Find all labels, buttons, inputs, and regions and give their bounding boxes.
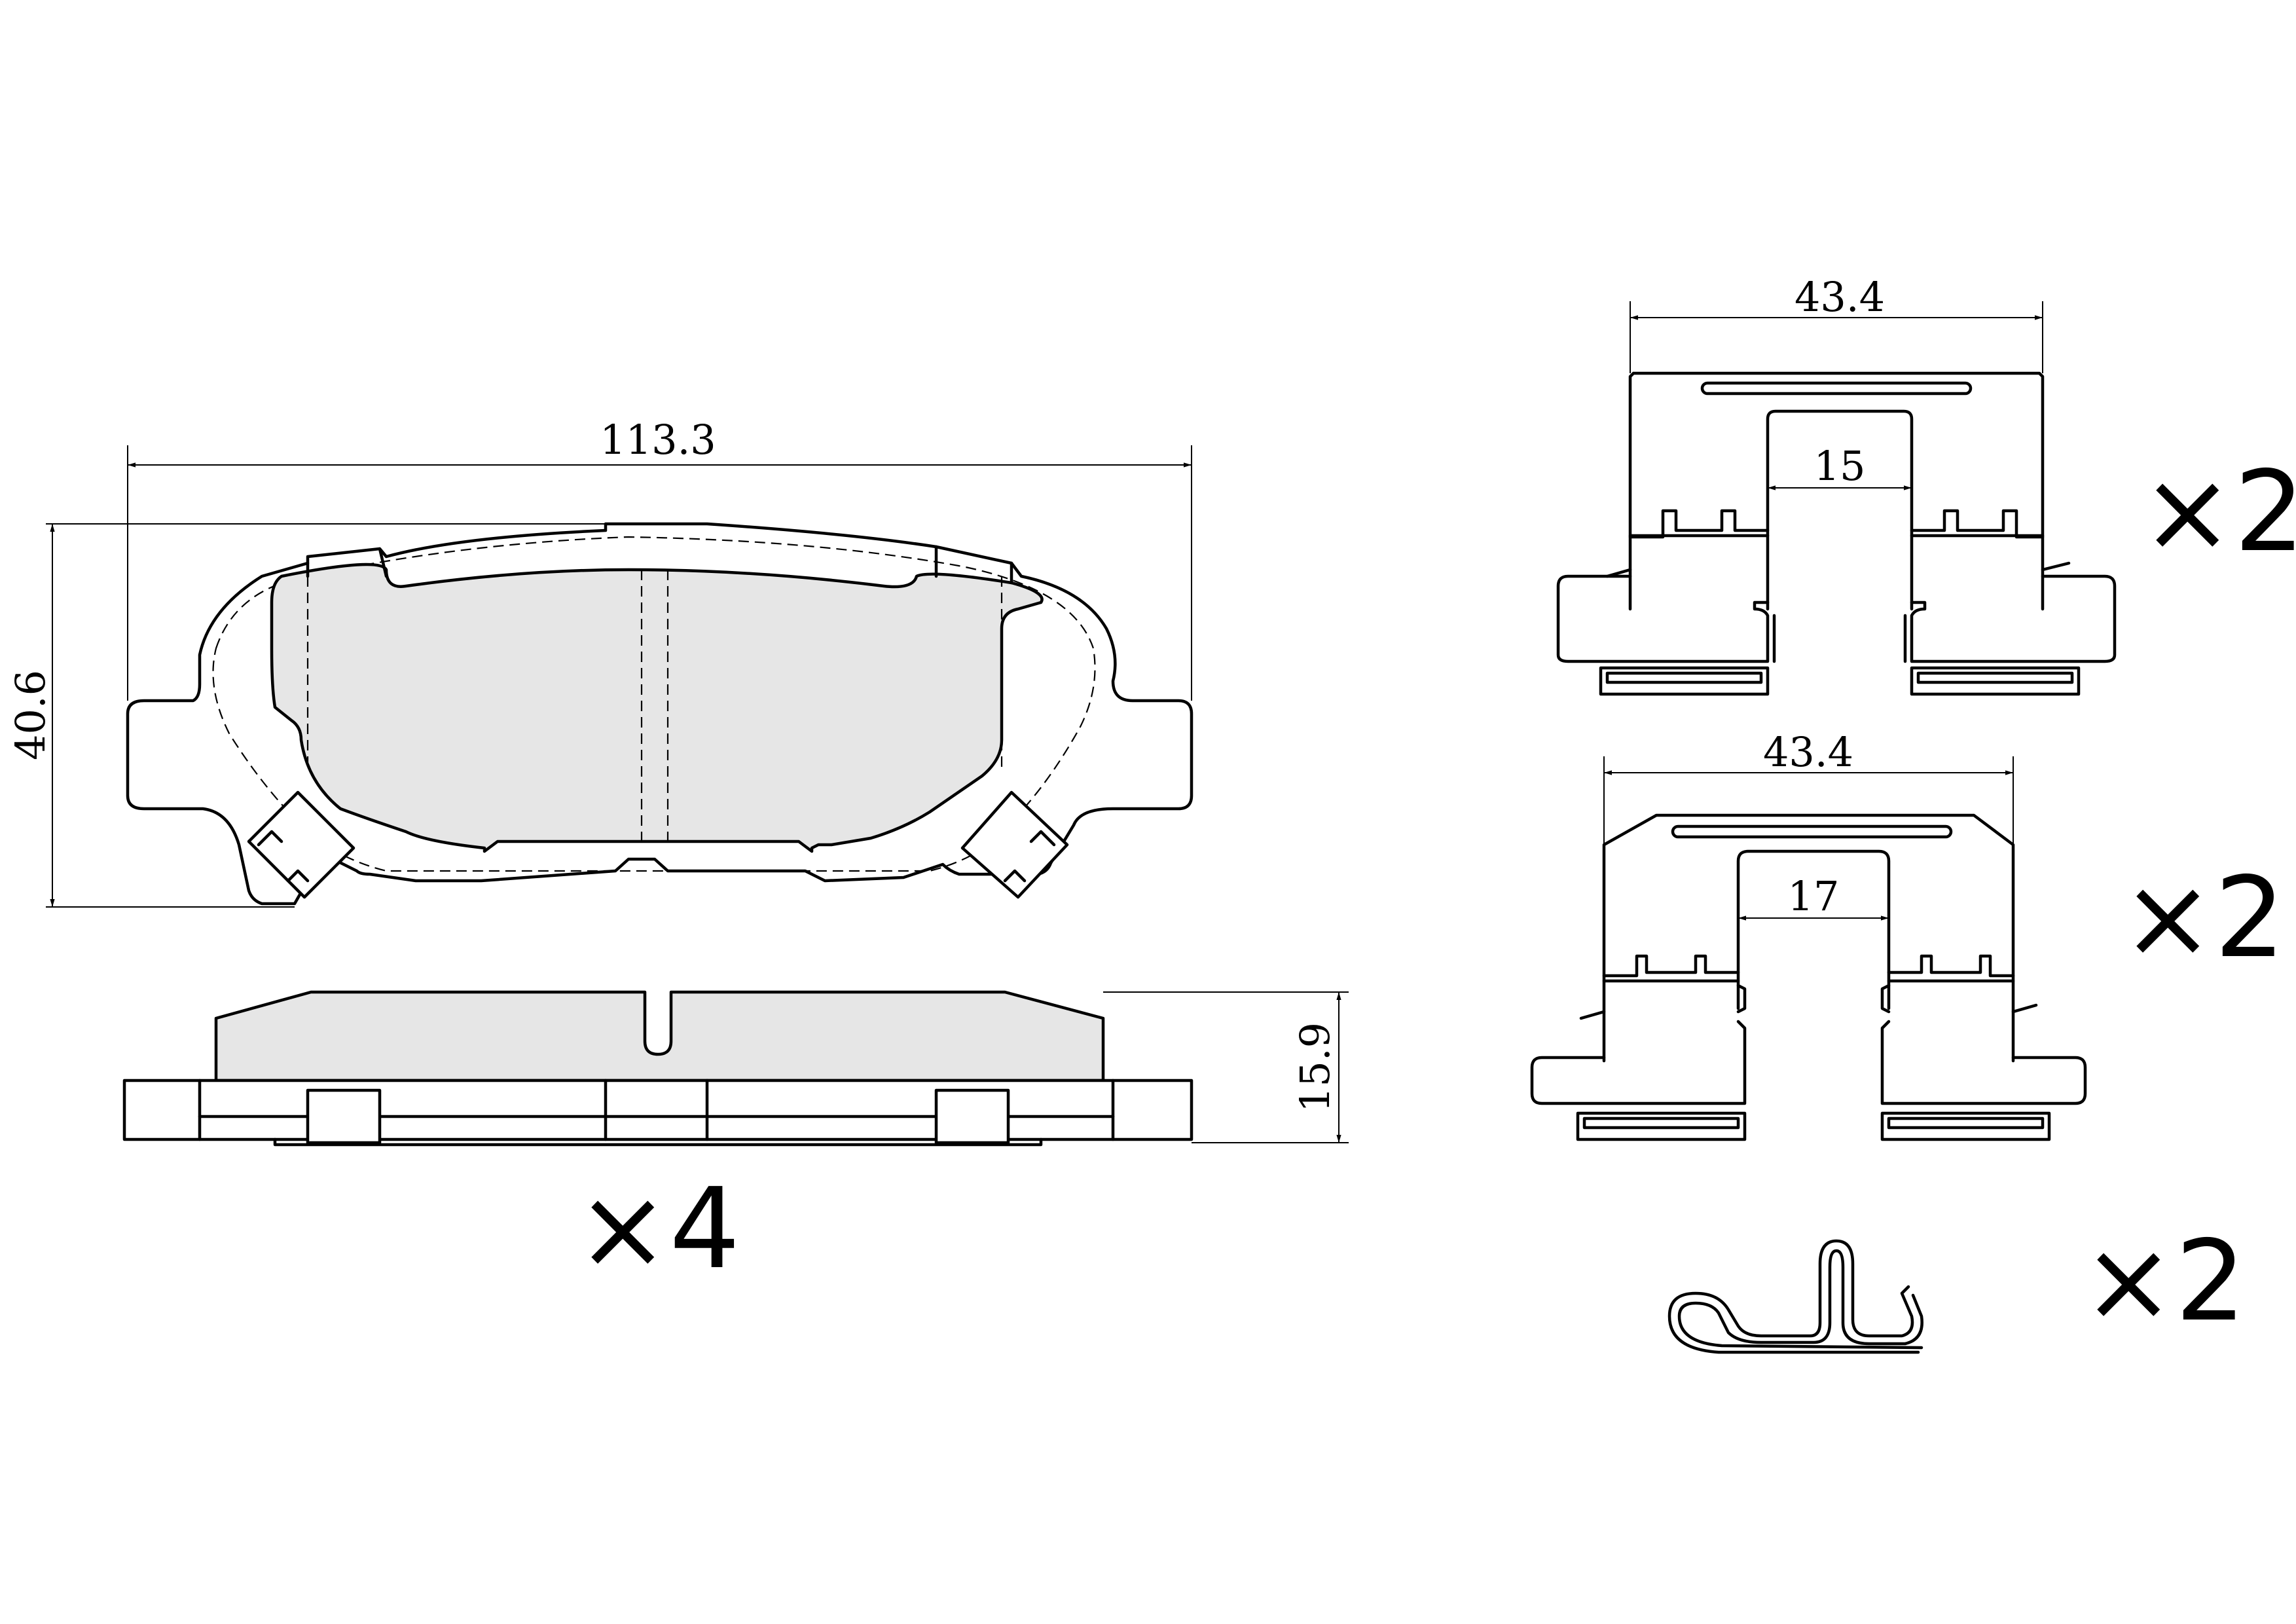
- clip-b-inner-label: 17: [1788, 872, 1840, 920]
- clip-a-inner-dimension: 15: [1768, 442, 1912, 490]
- clip-b-inner-dimension: 17: [1738, 872, 1889, 921]
- clip-a: [1556, 371, 2117, 696]
- clip-b-outer-label: 43.4: [1763, 728, 1853, 776]
- pad-thickness-dimension: 15.9: [1103, 991, 1349, 1143]
- clip-a-inner-label: 15: [1814, 442, 1866, 490]
- pad-thickness-label: 15.9: [1291, 1022, 1339, 1113]
- brake-pad-front-view: [126, 522, 1194, 906]
- clip-a-outline: [1628, 371, 2045, 611]
- pad-quantity: ×4: [576, 1164, 740, 1294]
- abutment-right: [960, 790, 1069, 899]
- pad-height-dimension: 40.6: [7, 523, 606, 908]
- side-clip-left: [306, 1088, 382, 1145]
- spring-quantity: ×2: [2082, 1217, 2246, 1346]
- tab-top-left: [306, 547, 388, 578]
- friction-material: [270, 563, 1044, 853]
- spring: [1667, 1239, 1923, 1354]
- side-clip-right: [934, 1088, 1010, 1145]
- spring-wire-inner: [1677, 1249, 1923, 1350]
- clip-b-outer-dimension: 43.4: [1603, 728, 2014, 845]
- abutment-left: [247, 790, 355, 899]
- pad-hidden-edge: [212, 536, 1096, 872]
- clip-b-outline: [1602, 813, 2015, 1063]
- clip-a-slot: [1700, 381, 1973, 396]
- side-plate: [122, 1079, 1194, 1141]
- clip-a-quantity: ×2: [2141, 447, 2296, 577]
- clip-a-outer-dimension: 43.4: [1630, 273, 2043, 373]
- pad-width-dimension: 113.3: [127, 416, 1192, 701]
- clip-a-outer-label: 43.4: [1795, 273, 1885, 321]
- clip-b: [1530, 813, 2087, 1141]
- side-friction: [214, 990, 1105, 1082]
- pad-width-label: 113.3: [600, 416, 716, 464]
- brake-pad-side-view: [122, 990, 1194, 1147]
- tab-top-right: [934, 545, 1013, 585]
- clip-b-slot: [1671, 824, 1953, 839]
- pad-height-label: 40.6: [7, 670, 54, 760]
- spring-wire-outer: [1667, 1239, 1920, 1354]
- clip-b-quantity: ×2: [2121, 853, 2286, 983]
